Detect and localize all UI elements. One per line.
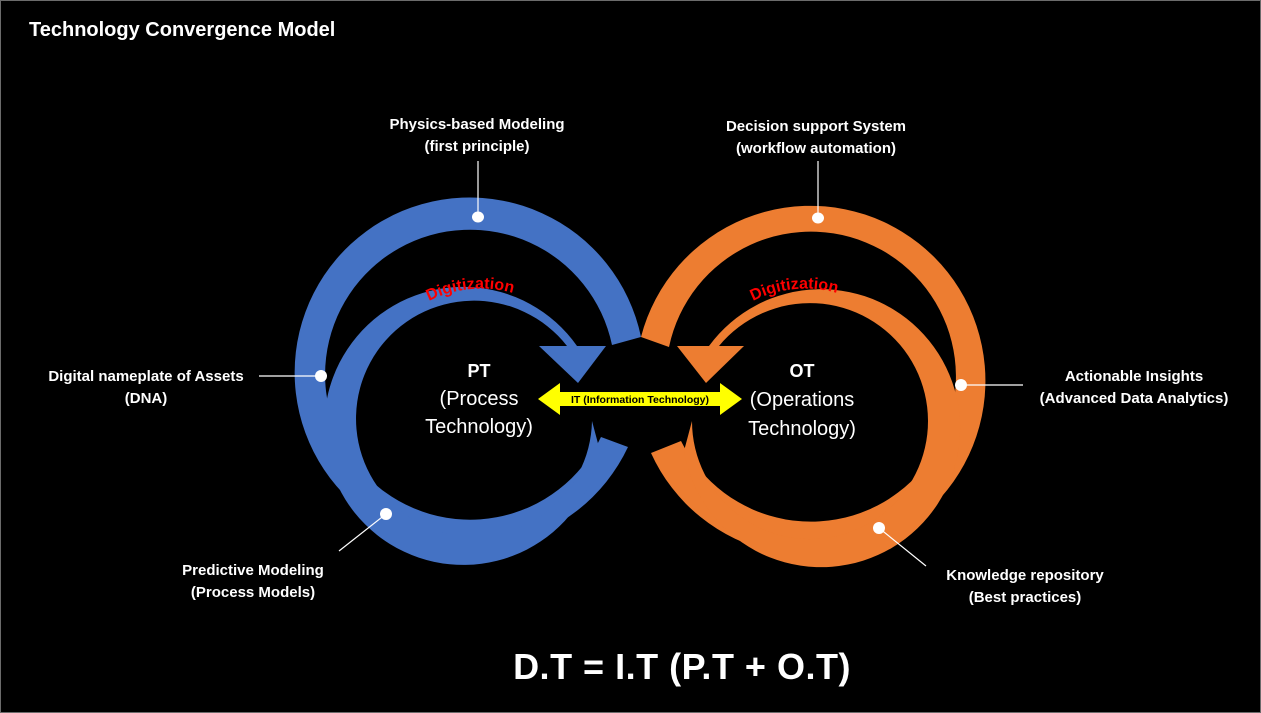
dna-callout: Digital nameplate of Assets (DNA) — [48, 366, 243, 410]
pt-line1: (Process — [440, 388, 519, 410]
ot-line2: Technology) — [748, 418, 856, 440]
pt-arrowhead — [539, 346, 606, 383]
insights-callout-line1: Actionable Insights — [1064, 368, 1204, 385]
decision-callout-line1: Decision support System — [725, 118, 907, 135]
knowledge-leader-line — [878, 527, 927, 567]
predictive-leader-line — [338, 513, 387, 552]
dna-callout-line2: (DNA) — [124, 390, 168, 407]
physics-dot — [472, 211, 484, 223]
ot-title: OT — [790, 361, 815, 381]
insights-callout: Actionable Insights (Advanced Data Analy… — [1040, 366, 1229, 410]
it-arrow-label: IT (Information Technology) — [571, 394, 709, 406]
knowledge-callout-line2: (Best practices) — [968, 589, 1082, 606]
pt-title: PT — [467, 361, 490, 381]
page-title: Technology Convergence Model — [29, 19, 336, 41]
predictive-callout-line2: (Process Models) — [190, 584, 316, 601]
physics-callout: Physics-based Modeling (first principle) — [389, 114, 564, 158]
physics-callout-line1: Physics-based Modeling — [389, 116, 565, 133]
it-double-arrow — [538, 383, 742, 415]
insights-callout-line2: (Advanced Data Analytics) — [1039, 390, 1229, 407]
dna-callout-line1: Digital nameplate of Assets — [48, 368, 244, 385]
pt-line2: Technology) — [425, 416, 533, 438]
decision-callout: Decision support System (workflow automa… — [726, 116, 906, 160]
knowledge-callout: Knowledge repository (Best practices) — [946, 565, 1104, 609]
insights-dot — [955, 379, 967, 391]
formula: D.T = I.T (P.T + O.T) — [513, 646, 851, 687]
predictive-callout: Predictive Modeling (Process Models) — [182, 560, 324, 604]
physics-callout-line2: (first principle) — [424, 138, 530, 155]
predictive-dot — [380, 508, 392, 520]
decision-callout-line2: (workflow automation) — [735, 140, 896, 157]
predictive-callout-line1: Predictive Modeling — [182, 562, 324, 579]
dna-dot — [315, 370, 327, 382]
ot-line1: (Operations — [750, 389, 855, 411]
knowledge-dot — [873, 522, 885, 534]
ot-arrowhead — [677, 346, 744, 383]
decision-dot — [812, 212, 824, 224]
knowledge-callout-line1: Knowledge repository — [946, 567, 1104, 584]
